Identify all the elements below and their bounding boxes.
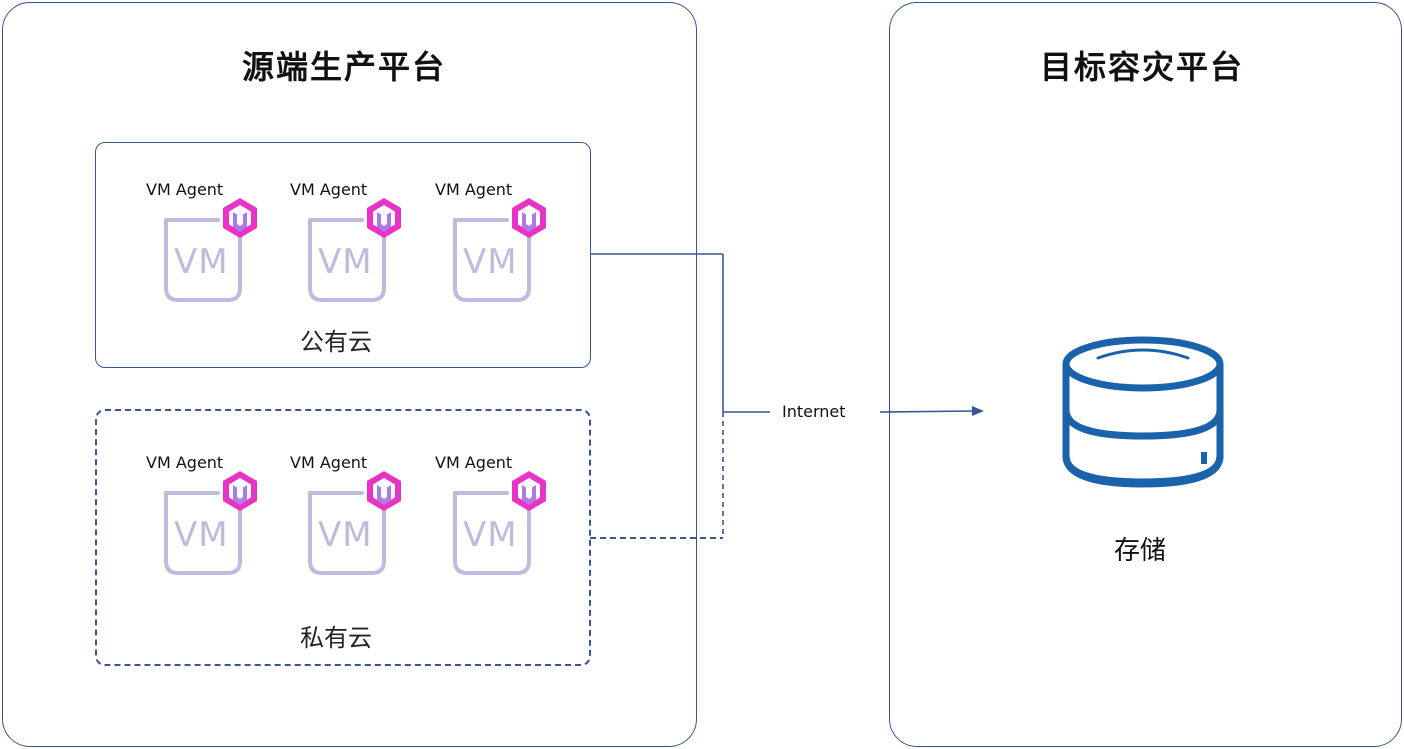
vm-instance: VM (162, 469, 262, 579)
vm-agent-label: VM Agent (290, 453, 368, 472)
target-platform-panel (889, 2, 1402, 747)
vm-text: VM (174, 242, 229, 282)
vm-agent-label: VM Agent (146, 453, 224, 472)
agent-badge-icon (512, 198, 546, 238)
agent-badge-icon (223, 198, 257, 238)
vm-agent-label: VM Agent (146, 180, 224, 199)
agent-badge-icon (367, 198, 401, 238)
internet-link-right (879, 410, 975, 413)
vm-text: VM (318, 515, 373, 555)
vm-text: VM (174, 515, 229, 555)
vm-icon (164, 198, 257, 302)
vm-text: VM (318, 242, 373, 282)
vm-agent-label: VM Agent (290, 180, 368, 199)
target-platform-title: 目标容灾平台 (1040, 48, 1245, 86)
public-cloud-label: 公有云 (300, 328, 372, 356)
vm-instance: VM (451, 196, 551, 306)
private-cloud-label: 私有云 (300, 624, 372, 652)
vm-agent-label: VM Agent (435, 180, 513, 199)
vm-icon (453, 198, 546, 302)
private-cloud-box (95, 409, 591, 666)
internet-label: Internet (776, 402, 852, 421)
vm-instance: VM (451, 469, 551, 579)
vm-instance: VM (306, 196, 406, 306)
vm-icon (164, 471, 257, 575)
agent-badge-icon (367, 471, 401, 511)
vm-icon (308, 471, 401, 575)
source-platform-title: 源端生产平台 (242, 48, 447, 86)
arrow-head (972, 406, 984, 416)
vm-text: VM (463, 515, 518, 555)
storage-database-icon (1062, 336, 1224, 488)
vm-agent-label: VM Agent (435, 453, 513, 472)
vm-instance: VM (306, 469, 406, 579)
vm-icon (308, 198, 401, 302)
public-cloud-box (95, 142, 591, 368)
source-platform-panel (2, 2, 697, 747)
vm-text: VM (463, 242, 518, 282)
agent-badge-icon (223, 471, 257, 511)
agent-badge-icon (512, 471, 546, 511)
vm-icon (453, 471, 546, 575)
storage-label: 存储 (1114, 536, 1167, 566)
vm-instance: VM (162, 196, 262, 306)
